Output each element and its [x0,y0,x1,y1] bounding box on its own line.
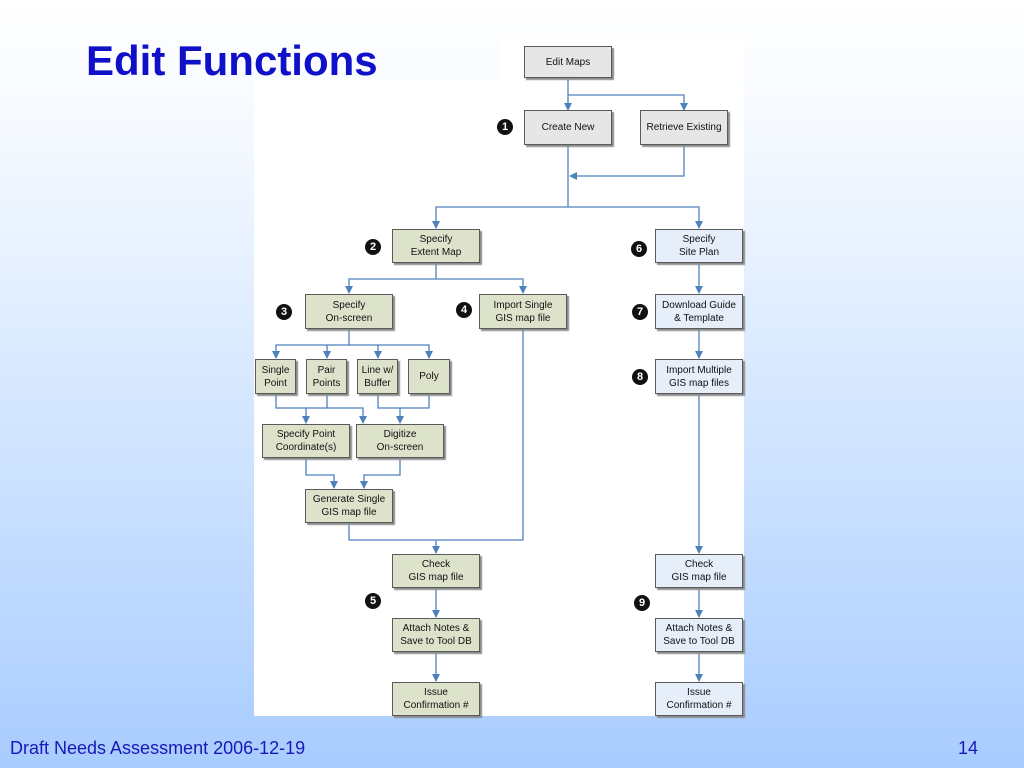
step-badge-5: 5 [365,593,381,609]
node-download-guide: Download Guide & Template [655,294,743,329]
connector-retrieve-merge [569,145,685,180]
node-single-point: Single Point [255,359,296,394]
page-number: 14 [958,738,979,758]
connector-extent-import [436,278,527,294]
connector-onscreen-poly [378,344,433,359]
connector-split-left [432,206,568,229]
node-poly: Poly [408,359,450,394]
connector-digitize-to-generate [360,458,401,489]
node-specify-point-coordinates: Specify Point Coordinate(s) [262,424,350,458]
node-edit-maps: Edit Maps [524,46,612,78]
node-pair-points: Pair Points [306,359,347,394]
connector-pair-to-coords [306,394,328,409]
node-import-multiple: Import Multiple GIS map files [655,359,743,394]
node-check-right: Check GIS map file [655,554,743,588]
connector-onscreen-bus [272,329,350,359]
node-attach-notes-left: Attach Notes & Save to Tool DB [392,618,480,652]
node-generate-single: Generate Single GIS map file [305,489,393,523]
node-digitize-on-screen: Digitize On-screen [356,424,444,458]
node-issue-confirmation-right: Issue Confirmation # [655,682,743,716]
connector-onscreen-line [349,344,382,359]
node-issue-confirmation-left: Issue Confirmation # [392,682,480,716]
step-badge-7: 7 [632,304,648,320]
connector-poly-to-digitize [400,394,430,409]
node-specify-extent-map: Specify Extent Map [392,229,480,263]
node-import-single: Import Single GIS map file [479,294,567,329]
node-specify-site-plan: Specify Site Plan [655,229,743,263]
connector-line-to-digitize [377,394,404,424]
connector-generate-to-check [348,523,440,554]
connector-split-right [568,206,703,229]
step-badge-4: 4 [456,302,472,318]
connector-coords-to-generate [305,458,338,489]
footer-text: Draft Needs Assessment 2006-12-19 [10,738,306,758]
step-badge-6: 6 [631,241,647,257]
node-create-new: Create New [524,110,612,145]
node-attach-notes-right: Attach Notes & Save to Tool DB [655,618,743,652]
step-badge-2: 2 [365,239,381,255]
node-line-buffer: Line w/ Buffer [357,359,398,394]
diagram-panel [254,80,744,716]
step-badge-8: 8 [632,369,648,385]
slide-title: Edit Functions [86,37,378,84]
connector-single-to-coords [275,394,310,424]
node-retrieve-existing: Retrieve Existing [640,110,728,145]
step-badge-1: 1 [497,119,513,135]
step-badge-9: 9 [634,595,650,611]
node-check-left: Check GIS map file [392,554,480,588]
connector-pair-to-digitize [327,407,367,424]
node-specify-on-screen: Specify On-screen [305,294,393,329]
connector-import-to-check [437,329,524,541]
connector-extent-split [345,263,437,294]
step-badge-3: 3 [276,304,292,320]
connector-edit-to-retrieve [568,94,688,111]
